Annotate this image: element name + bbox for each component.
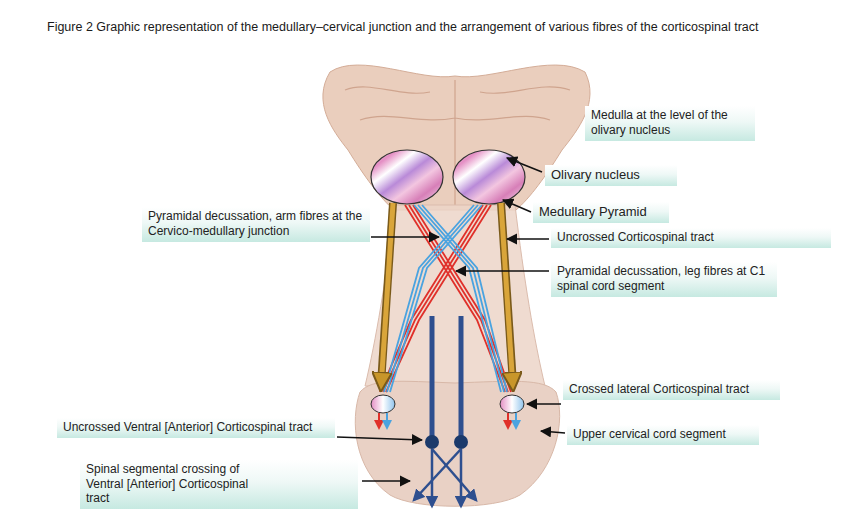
label-text: Spinal segmental crossing of Ventral [An… (86, 462, 266, 506)
fibre-arrow (515, 413, 517, 428)
leader-line (527, 403, 561, 405)
label-box: Pyramidal decussation, arm fibres at the… (142, 207, 370, 242)
label-text: Medullary Pyramid (539, 204, 663, 220)
label-box: Spinal segmental crossing of Ventral [An… (80, 460, 358, 509)
leg-fibres (380, 205, 511, 392)
fibre-arrow (378, 413, 380, 428)
label-text: Uncrossed Corticospinal tract (557, 230, 825, 245)
medulla-folds (345, 80, 570, 205)
fibre (460, 449, 463, 506)
label-text: Uncrossed Ventral [Anterior] Corticospin… (63, 420, 329, 435)
leader-line (507, 158, 542, 172)
leader-line (371, 236, 439, 238)
lateral-tract-section (500, 395, 524, 413)
leader-line (456, 270, 549, 272)
label-text: Crossed lateral Corticospinal tract (569, 382, 774, 397)
label-box: Crossed lateral Corticospinal tract (563, 380, 780, 400)
label-text: Upper cervical cord segment (573, 427, 753, 442)
ventral-tract-node (425, 435, 439, 449)
fibre (414, 449, 461, 500)
leader-line (541, 431, 565, 433)
ventral-tract (430, 316, 435, 436)
fibre (390, 205, 482, 392)
arm-fibres (384, 205, 507, 392)
label-box: Medulla at the level of the olivary nucl… (585, 106, 755, 141)
label-text: Pyramidal decussation, leg fibres at C1 … (557, 264, 771, 293)
label-box: Uncrossed Ventral [Anterior] Corticospin… (57, 418, 335, 438)
label-text: Pyramidal decussation, arm fibres at the… (148, 209, 364, 238)
leader-line (507, 238, 549, 240)
fibre (405, 205, 505, 392)
ventral-tract-node (454, 435, 468, 449)
medulla-section (323, 65, 590, 210)
leader-lines (337, 158, 565, 481)
fibre (422, 205, 507, 392)
leader-line (503, 200, 531, 212)
label-text: Medulla at the level of the olivary nucl… (591, 108, 749, 137)
label-box: Uncrossed Corticospinal tract (551, 228, 831, 248)
label-text: Olivary nucleus (551, 167, 671, 183)
label-box: Pyramidal decussation, leg fibres at C1 … (551, 262, 777, 297)
olivary-nucleus (453, 150, 525, 204)
fibre (431, 449, 434, 506)
ventral-tract (459, 316, 464, 436)
olivary-nucleus (371, 150, 443, 204)
fibre-arrow (386, 413, 388, 428)
figure-title: Figure 2 Graphic representation of the m… (47, 20, 837, 35)
segmental-crossing (414, 449, 476, 506)
label-box: Olivary nucleus (545, 165, 677, 186)
uncrossed-tract (501, 203, 513, 388)
leader-line (337, 437, 422, 440)
label-box: Upper cervical cord segment (567, 425, 759, 445)
leader-line (362, 480, 410, 482)
cervical-cord-segment (355, 381, 559, 506)
fibre-arrow (507, 413, 509, 428)
lateral-tract-section (371, 395, 395, 413)
label-box: Medullary Pyramid (533, 202, 669, 223)
uncrossed-tract (381, 203, 393, 388)
fibre (383, 205, 487, 392)
